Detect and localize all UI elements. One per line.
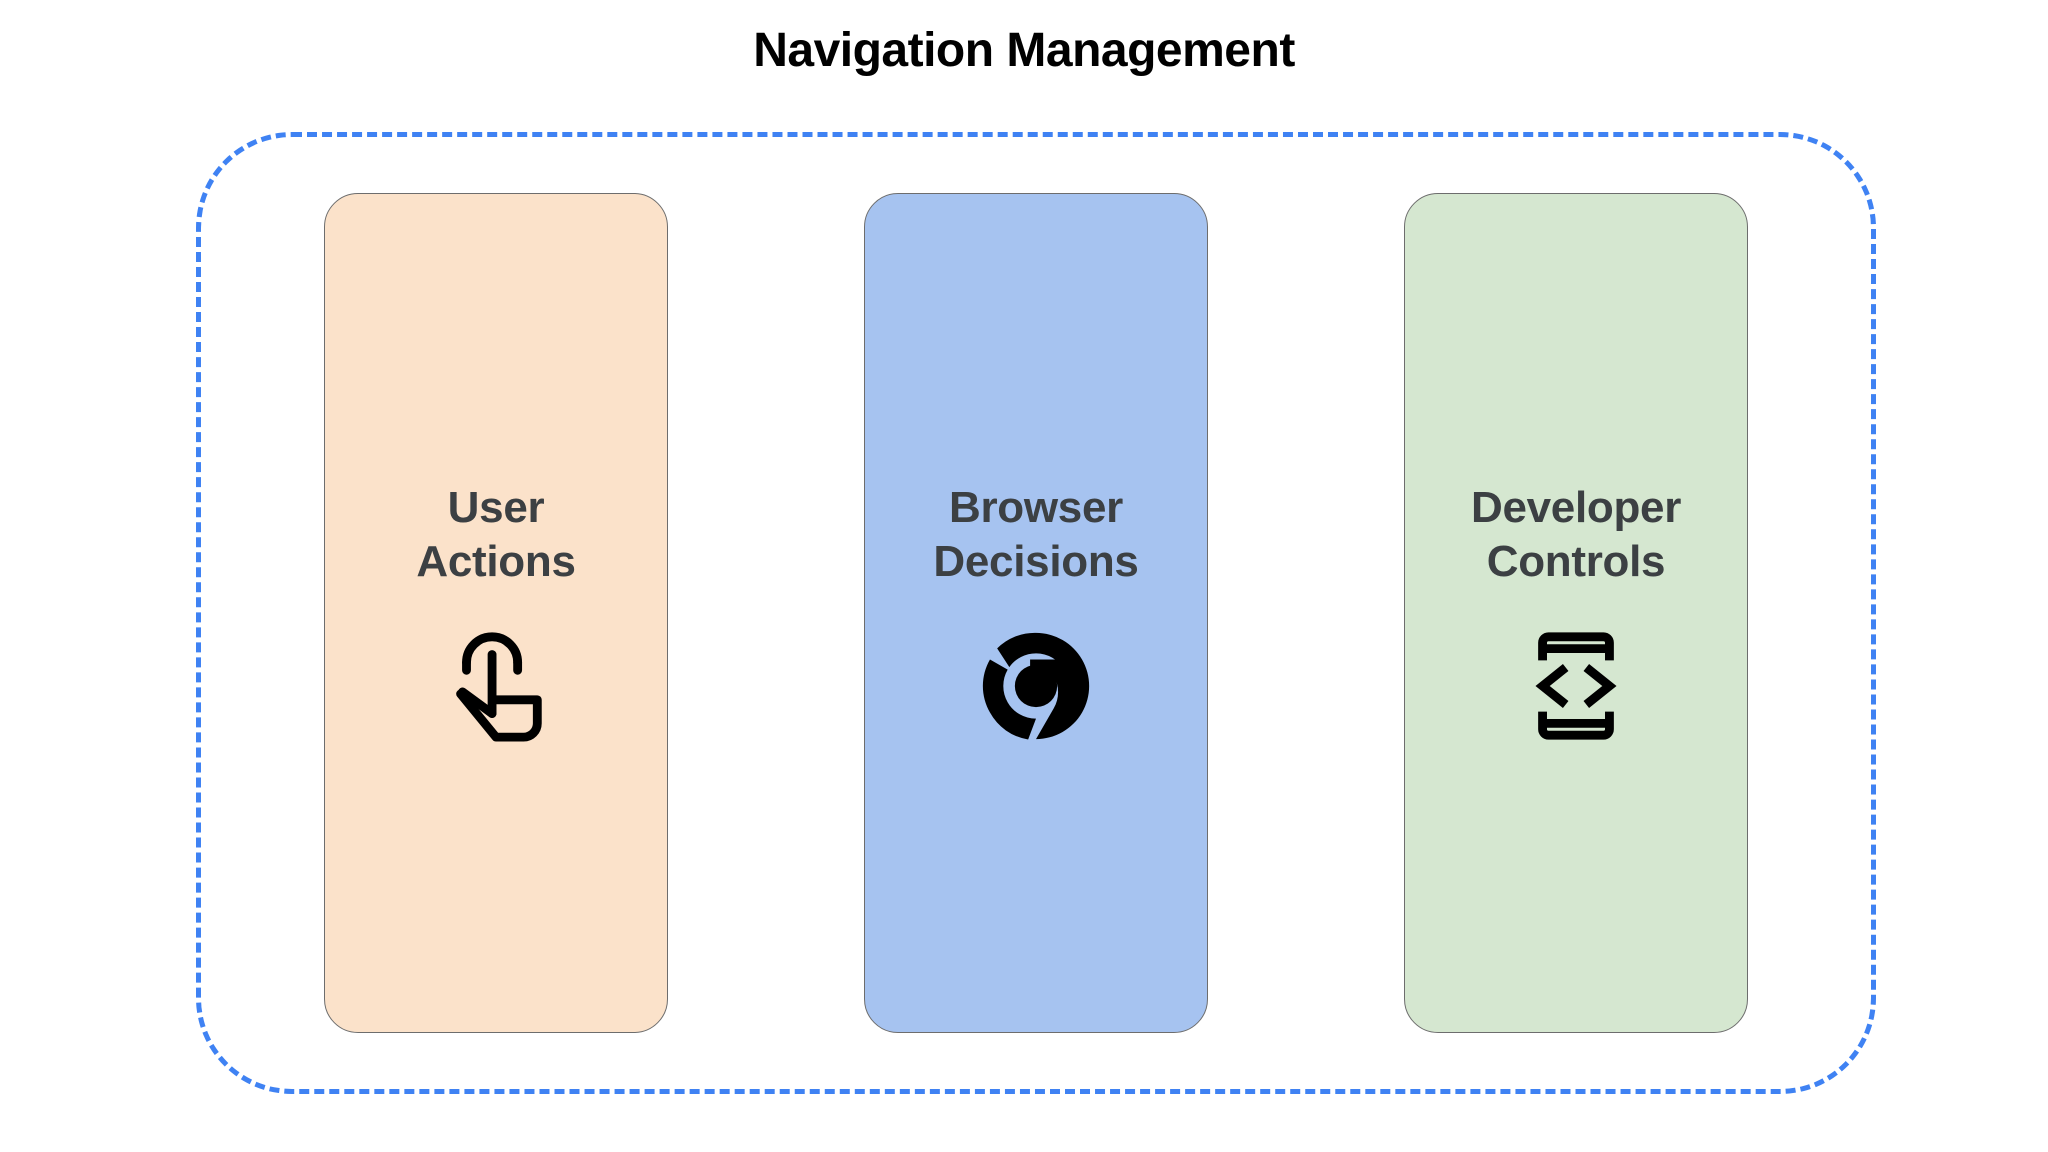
card-label-developer-controls: Developer Controls <box>1470 483 1682 586</box>
page-title: Navigation Management <box>753 24 1295 77</box>
developer-mode-code-icon <box>1517 627 1635 745</box>
touch-gesture-icon <box>437 627 555 745</box>
card-row: User Actions Browser Decisions <box>196 132 1876 1094</box>
card-label-user-actions: User Actions <box>416 483 576 586</box>
chrome-logo-icon <box>977 627 1095 745</box>
card-developer-controls[interactable]: Developer Controls <box>1404 193 1748 1033</box>
card-user-actions[interactable]: User Actions <box>324 193 668 1033</box>
card-browser-decisions[interactable]: Browser Decisions <box>864 193 1208 1033</box>
navigation-management-group-frame <box>196 132 1876 1094</box>
card-label-browser-decisions: Browser Decisions <box>933 483 1139 586</box>
